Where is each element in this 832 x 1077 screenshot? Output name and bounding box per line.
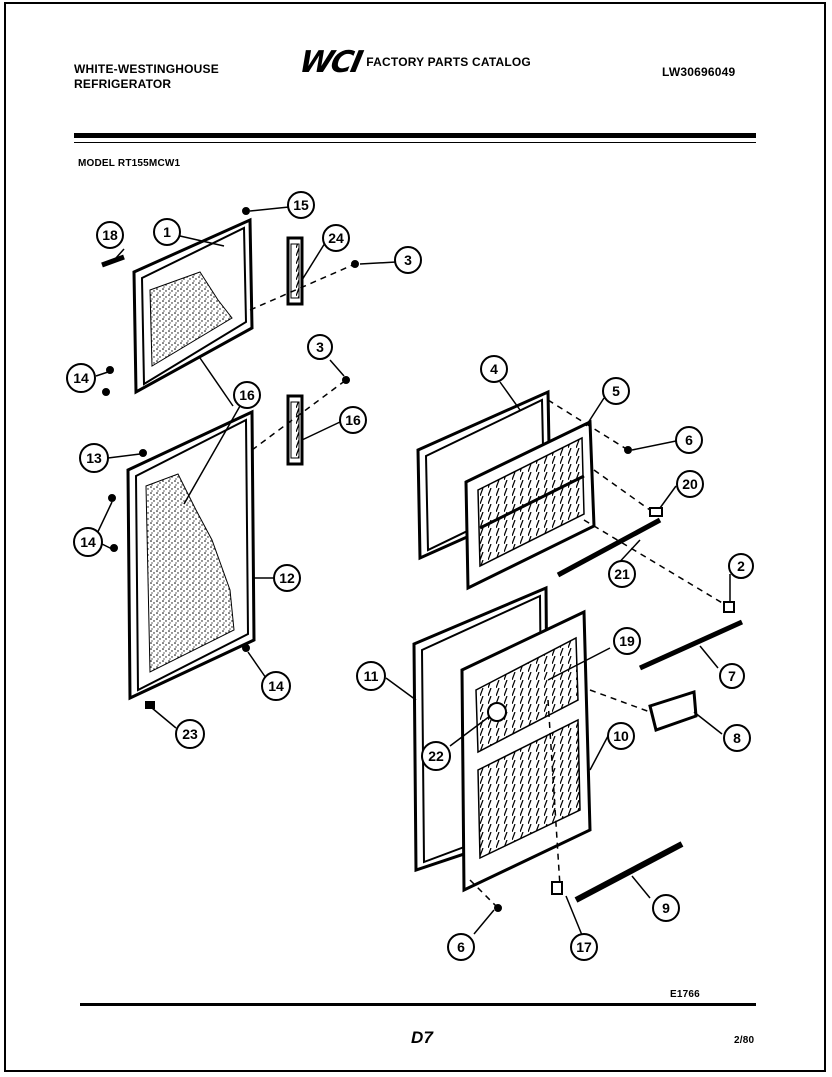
- svg-text:6: 6: [457, 939, 465, 955]
- svg-text:13: 13: [86, 450, 102, 466]
- door-bar-lower: [574, 841, 684, 903]
- svg-text:7: 7: [728, 668, 736, 684]
- callout-16a: 16: [233, 381, 261, 409]
- callout-3b: 3: [307, 334, 333, 360]
- callout-20: 20: [676, 470, 704, 498]
- svg-text:11: 11: [364, 668, 379, 684]
- svg-text:3: 3: [316, 339, 324, 355]
- callout-14c: 14: [261, 671, 291, 701]
- freezer-shelf-bar: [556, 517, 662, 578]
- svg-text:12: 12: [279, 570, 295, 586]
- svg-text:3: 3: [404, 252, 412, 268]
- callout-2: 2: [728, 553, 754, 579]
- alignment-lines: [249, 263, 725, 909]
- svg-text:18: 18: [102, 227, 118, 243]
- callout-15: 15: [287, 191, 315, 219]
- catalog-title: FACTORY PARTS CATALOG: [366, 55, 531, 69]
- svg-text:22: 22: [428, 748, 444, 764]
- screw: [139, 449, 147, 457]
- catalog-number: LW30696049: [662, 65, 736, 79]
- shelf-front: [648, 690, 698, 732]
- callout-14a: 14: [66, 363, 96, 393]
- callout-6b: 6: [447, 933, 475, 961]
- screw: [242, 207, 250, 215]
- screw: [106, 366, 114, 374]
- svg-text:23: 23: [182, 726, 198, 742]
- dairy-door-knob: [487, 702, 507, 722]
- trim-strip: [101, 254, 125, 268]
- svg-text:9: 9: [662, 900, 670, 916]
- screw: [108, 494, 116, 502]
- bar-bracket: [723, 601, 735, 613]
- callout-8: 8: [723, 724, 751, 752]
- svg-text:4: 4: [490, 361, 498, 377]
- screw: [110, 544, 118, 552]
- callout-16b: 16: [339, 406, 367, 434]
- fresh-food-liner-lower-shelves: [477, 718, 581, 860]
- callout-13: 13: [79, 443, 109, 473]
- callout-10: 10: [607, 722, 635, 750]
- svg-text:24: 24: [328, 230, 344, 246]
- svg-text:19: 19: [619, 633, 635, 649]
- callout-18: 18: [96, 221, 124, 249]
- footer-rule: [80, 1003, 756, 1006]
- svg-text:8: 8: [733, 730, 741, 746]
- hinge-pin: [145, 701, 155, 709]
- callout-1: 1: [153, 218, 181, 246]
- catalog-logo: WCI FACTORY PARTS CATALOG: [296, 45, 531, 80]
- callout-19: 19: [613, 627, 641, 655]
- page-border: [4, 2, 826, 1072]
- header-rule-thin: [74, 142, 756, 143]
- svg-text:6: 6: [685, 432, 693, 448]
- svg-text:14: 14: [268, 678, 284, 694]
- callout-17: 17: [570, 933, 598, 961]
- svg-text:21: 21: [614, 566, 630, 582]
- callout-12: 12: [273, 564, 301, 592]
- callout-4: 4: [480, 355, 508, 383]
- brand-block: WHITE-WESTINGHOUSE REFRIGERATOR: [74, 62, 219, 92]
- figure-id: E1766: [670, 989, 700, 1000]
- header-rule-thick: [74, 133, 756, 138]
- callout-24: 24: [322, 224, 350, 252]
- freezer-liner-divider: [479, 474, 585, 530]
- svg-text:15: 15: [293, 197, 309, 213]
- svg-text:14: 14: [80, 534, 96, 550]
- callout-11: 11: [356, 661, 386, 691]
- door-stop: [551, 881, 563, 895]
- callout-6a: 6: [675, 426, 703, 454]
- screw: [102, 388, 110, 396]
- fresh-food-liner-upper-shelves: [475, 636, 579, 754]
- svg-text:2: 2: [737, 558, 745, 574]
- callout-14b: 14: [73, 527, 103, 557]
- callout-3a: 3: [394, 246, 422, 274]
- svg-text:5: 5: [612, 383, 620, 399]
- brand-line-2: REFRIGERATOR: [74, 77, 172, 91]
- svg-text:16: 16: [239, 387, 255, 403]
- svg-text:20: 20: [682, 476, 698, 492]
- svg-text:17: 17: [576, 939, 592, 955]
- model-number: MODEL RT155MCW1: [78, 158, 181, 169]
- callout-5: 5: [602, 377, 630, 405]
- shelf-bracket: [649, 507, 663, 517]
- freezer-door-panel: [132, 217, 254, 395]
- callout-9: 9: [652, 894, 680, 922]
- callout-21: 21: [608, 560, 636, 588]
- door-bar-upper: [638, 619, 744, 671]
- brand-line-1: WHITE-WESTINGHOUSE: [74, 62, 219, 76]
- leader-lines: [93, 206, 731, 941]
- svg-text:1: 1: [163, 224, 171, 240]
- callout-22: 22: [421, 741, 451, 771]
- fresh-food-handle-grip: [290, 401, 300, 459]
- freezer-handle-grip: [290, 243, 300, 299]
- svg-text:14: 14: [73, 370, 89, 386]
- callout-23: 23: [175, 719, 205, 749]
- page-number: D7: [411, 1028, 434, 1047]
- svg-text:16: 16: [345, 412, 361, 428]
- fresh-food-door-panel: [126, 409, 256, 701]
- callout-7: 7: [719, 663, 745, 689]
- svg-text:10: 10: [613, 728, 629, 744]
- screw: [242, 644, 250, 652]
- revision-date: 2/80: [734, 1035, 755, 1046]
